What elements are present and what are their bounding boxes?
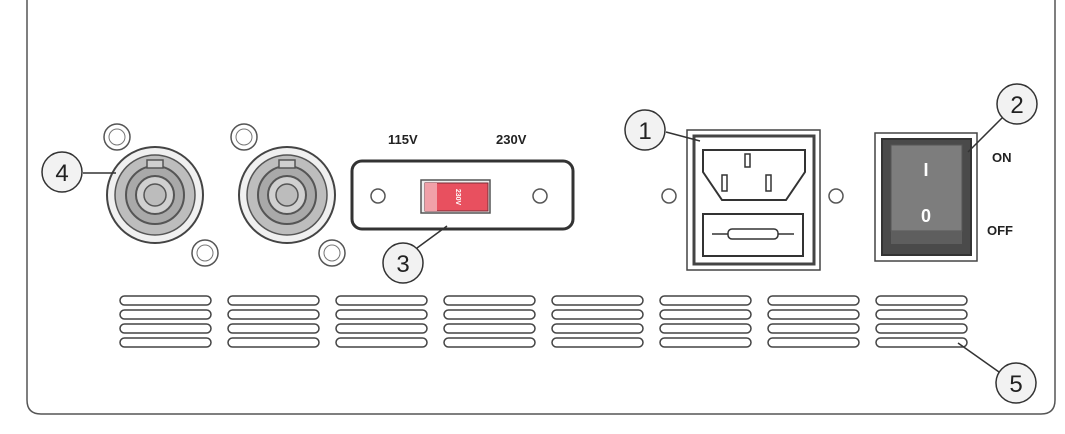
switch-off-symbol: 0 xyxy=(921,206,931,226)
vent-slot xyxy=(551,323,644,334)
vent-slot xyxy=(551,337,644,348)
svg-text:3: 3 xyxy=(396,251,409,278)
iec-pin-right xyxy=(765,174,772,192)
vent-slot xyxy=(767,323,860,334)
callout-3: 3 xyxy=(382,242,424,284)
voltage-slider-text: 230V xyxy=(454,189,461,206)
iec-pin-ground xyxy=(744,153,751,168)
svg-text:4: 4 xyxy=(55,160,68,187)
vent-slot xyxy=(335,323,428,334)
callout-5: 5 xyxy=(995,362,1037,404)
svg-text:5: 5 xyxy=(1009,371,1022,398)
power-switch[interactable]: I 0 xyxy=(874,132,978,262)
inlet-screw-left xyxy=(661,188,677,204)
vent-slot xyxy=(227,337,320,348)
vent-slot xyxy=(767,295,860,306)
power-inlet xyxy=(686,129,821,271)
svg-text:2: 2 xyxy=(1010,92,1023,119)
vent-slot xyxy=(335,295,428,306)
callout-2: 2 xyxy=(996,83,1038,125)
vent-slot xyxy=(659,309,752,320)
vent-slot xyxy=(119,295,212,306)
switch-on-label: ON xyxy=(992,150,1012,165)
vent-slot xyxy=(767,337,860,348)
vent-slot xyxy=(119,323,212,334)
ventilation-slots xyxy=(119,295,968,348)
callout-1: 1 xyxy=(624,109,666,151)
vent-slot xyxy=(443,323,536,334)
vent-slot xyxy=(551,309,644,320)
vent-slot xyxy=(119,337,212,348)
vent-slot xyxy=(875,309,968,320)
vent-slot xyxy=(227,309,320,320)
speaker-connector-2 xyxy=(230,123,346,267)
panel-outline xyxy=(26,0,1056,415)
vent-slot xyxy=(875,323,968,334)
vent-slot xyxy=(659,295,752,306)
vent-slot xyxy=(227,295,320,306)
switch-on-symbol: I xyxy=(923,160,928,180)
vent-slot xyxy=(875,337,968,348)
voltage-label-115v: 115V xyxy=(388,132,418,147)
callout-5-leader xyxy=(957,342,1000,373)
vent-slot xyxy=(659,337,752,348)
inlet-screw-right xyxy=(828,188,844,204)
vent-slot xyxy=(119,309,212,320)
vent-slot xyxy=(335,337,428,348)
voltage-label-230v: 230V xyxy=(496,132,527,147)
vent-slot xyxy=(875,295,968,306)
svg-text:1: 1 xyxy=(638,118,651,145)
iec-socket xyxy=(702,149,806,201)
voltage-selector-switch[interactable]: 230V xyxy=(420,179,491,214)
vent-slot xyxy=(659,323,752,334)
callout-4: 4 xyxy=(41,151,83,193)
vent-slot xyxy=(551,295,644,306)
iec-pin-left xyxy=(721,174,728,192)
vent-slot xyxy=(443,337,536,348)
vent-slot xyxy=(335,309,428,320)
callout-3-leader xyxy=(416,225,448,249)
vent-slot xyxy=(443,309,536,320)
speaker-connector-1 xyxy=(103,123,219,267)
callout-1-leader xyxy=(665,131,701,142)
fuse-icon xyxy=(727,228,779,240)
vent-slot xyxy=(227,323,320,334)
vent-slot xyxy=(767,309,860,320)
switch-off-label: OFF xyxy=(987,223,1013,238)
callout-2-leader xyxy=(967,117,1003,153)
vent-slot xyxy=(443,295,536,306)
